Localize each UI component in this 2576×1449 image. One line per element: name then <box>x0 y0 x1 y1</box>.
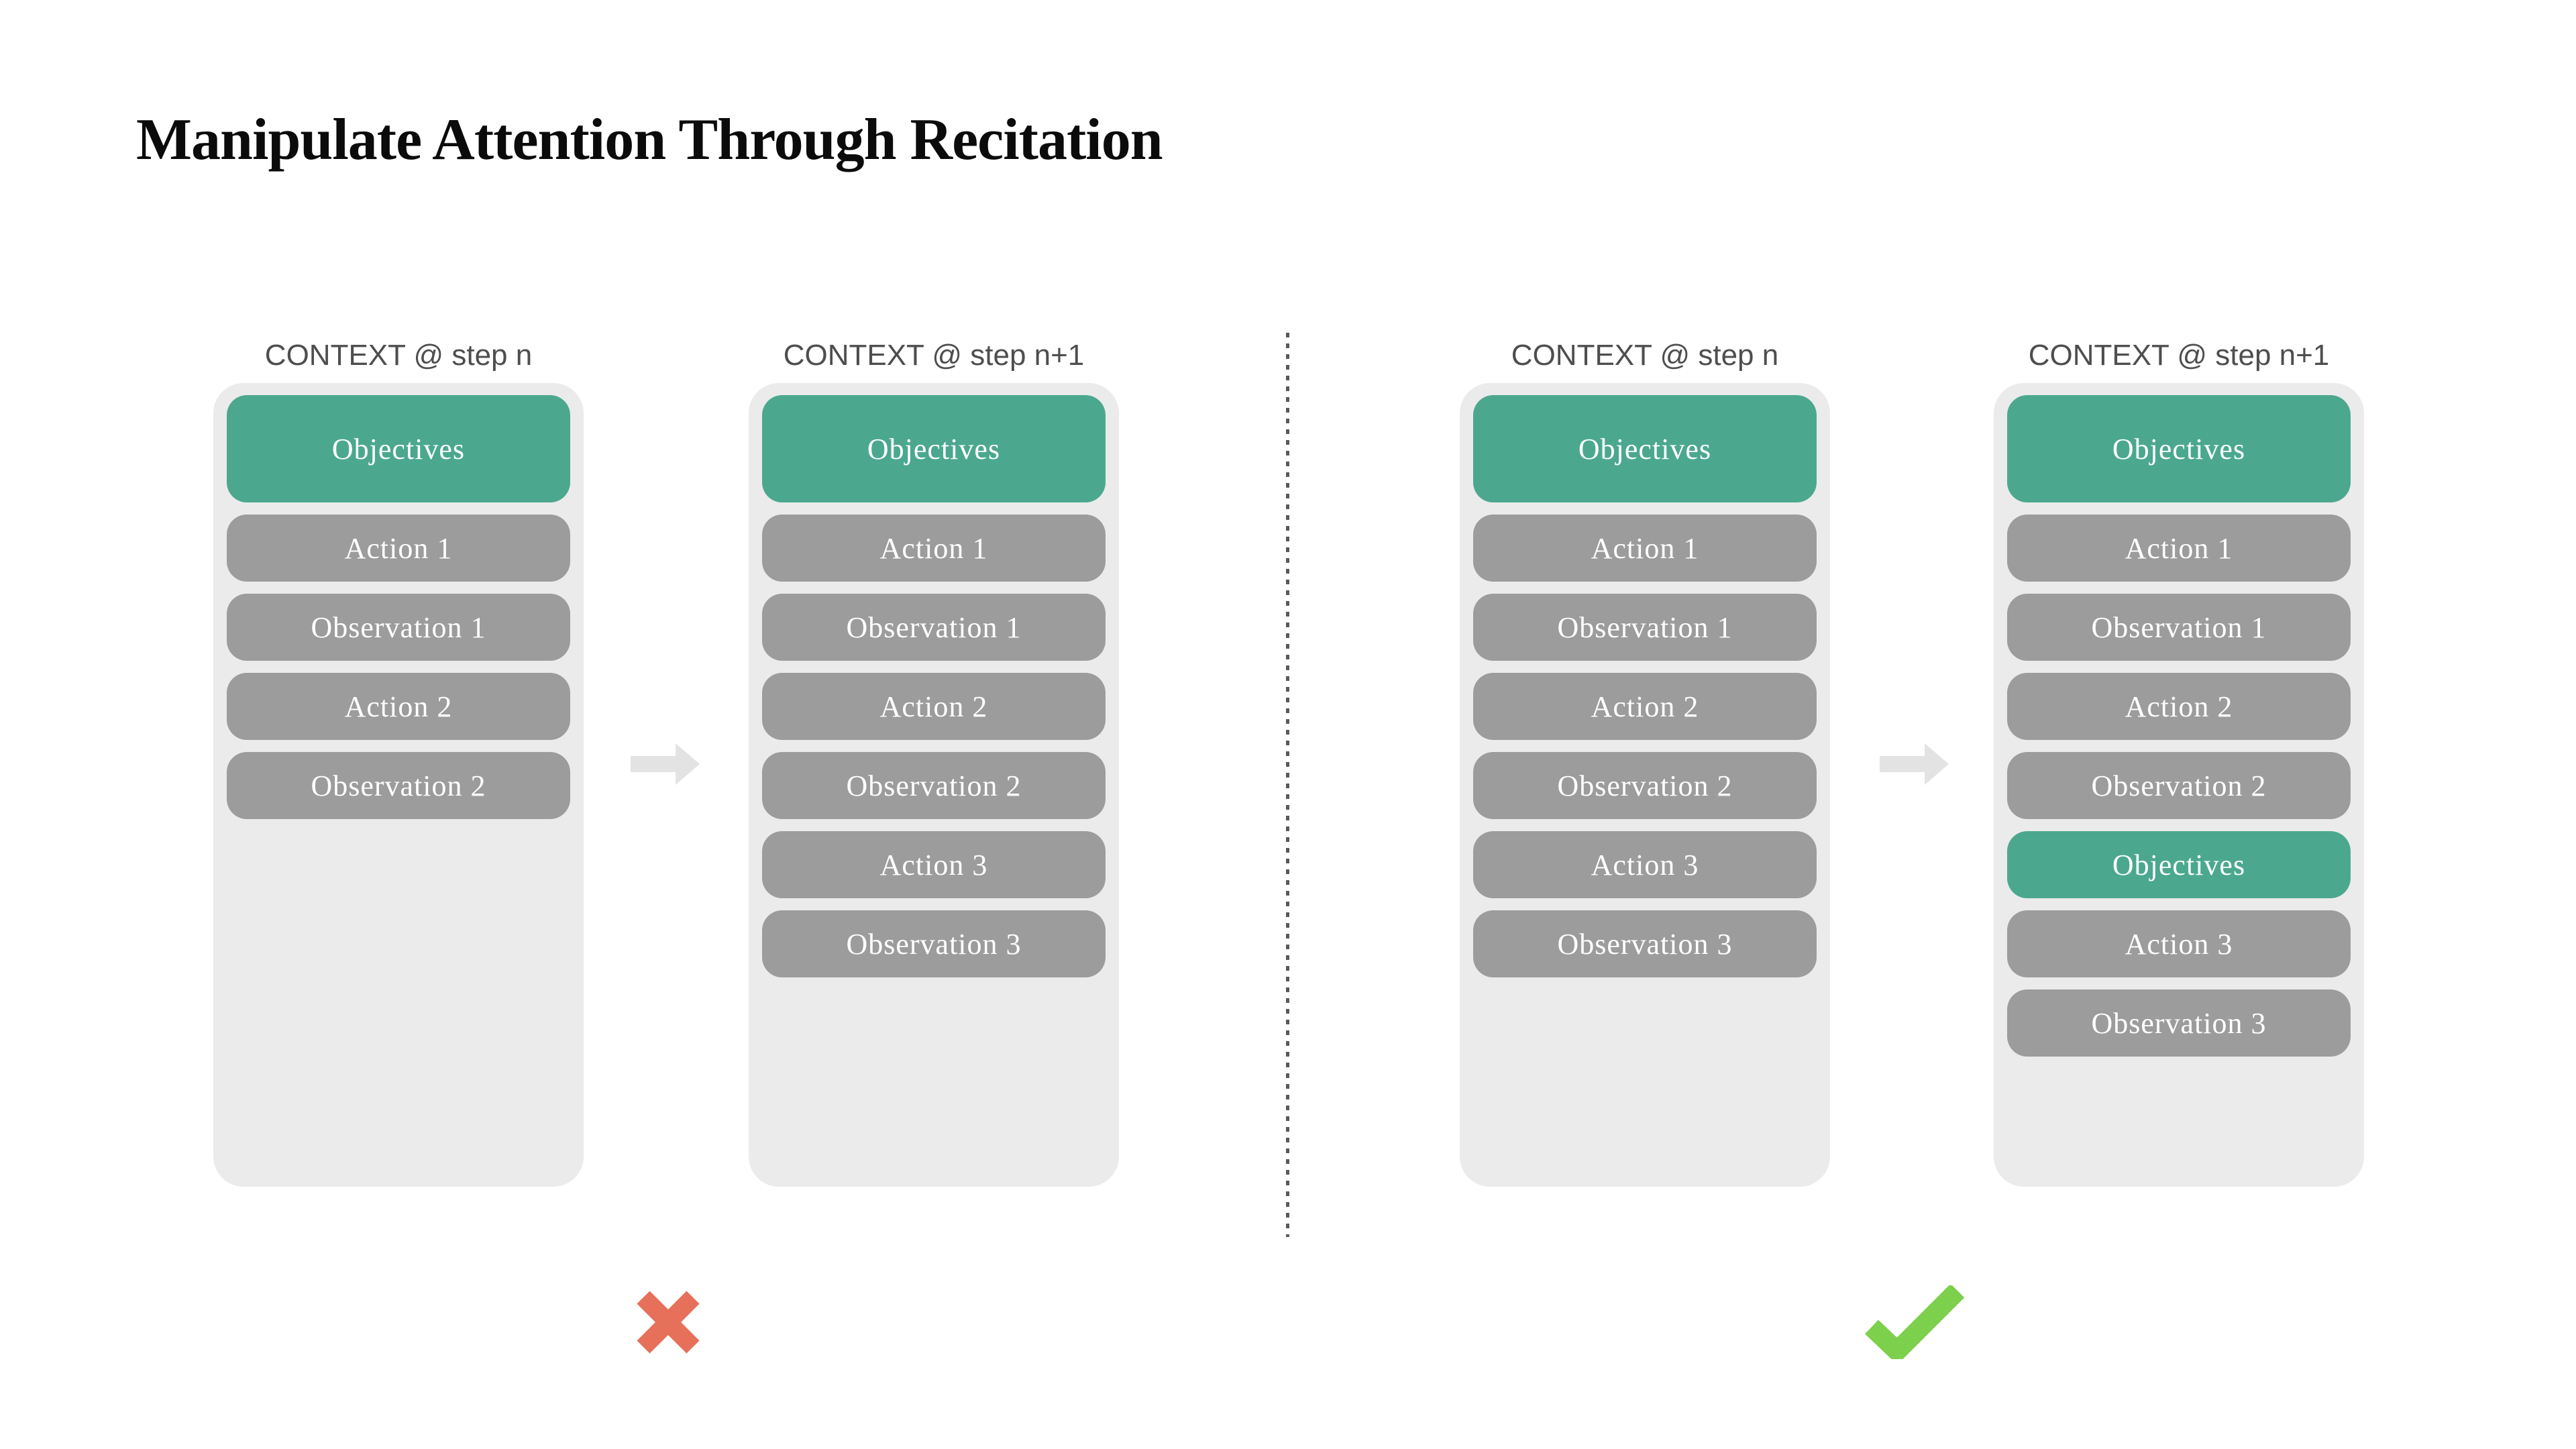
x-mark-icon <box>637 1291 700 1354</box>
arrow-right-icon <box>1880 743 1949 785</box>
context-item-label: Objectives <box>331 432 466 466</box>
context-column-header: CONTEXT @ step n+1 <box>2028 339 2330 372</box>
context-item-label: Observation 3 <box>2091 1006 2267 1040</box>
context-item-label: Observation 1 <box>1557 610 1733 644</box>
context-item-label: Action 2 <box>344 690 453 723</box>
context-item-box: Action 3 <box>1473 831 1817 898</box>
context-item-label: Action 2 <box>879 690 988 723</box>
context-item-box: Observation 1 <box>762 594 1106 661</box>
context-item-box: Action 3 <box>762 831 1106 898</box>
context-item-label: Observation 1 <box>2091 610 2267 644</box>
context-item-box: Action 1 <box>1473 515 1817 582</box>
context-item-box: Action 2 <box>762 673 1106 740</box>
context-item-box: Observation 3 <box>762 910 1106 977</box>
context-item-label: Objectives <box>867 432 1001 466</box>
context-column-header: CONTEXT @ step n <box>1511 339 1779 372</box>
context-item-label: Observation 2 <box>311 769 486 802</box>
context-item-label: Objectives <box>2112 432 2246 466</box>
context-item-box: Observation 1 <box>2007 594 2351 661</box>
context-item-label: Observation 1 <box>846 610 1022 644</box>
context-item-label: Observation 2 <box>2091 769 2267 802</box>
context-item-box: Observation 2 <box>1473 752 1817 819</box>
context-item-label: Observation 3 <box>846 927 1022 961</box>
context-item-box: Observation 2 <box>2007 752 2351 819</box>
context-item-label: Observation 3 <box>1557 927 1733 961</box>
context-item-box: Action 1 <box>2007 515 2351 582</box>
context-item-box: Action 3 <box>2007 910 2351 977</box>
page-title: Manipulate Attention Through Recitation <box>136 107 1163 172</box>
context-item-box: Action 1 <box>762 515 1106 582</box>
context-item-label: Observation 2 <box>1557 769 1733 802</box>
arrow-right-icon <box>631 743 700 785</box>
context-item-label: Action 1 <box>2125 531 2233 565</box>
dashed-divider <box>1286 333 1289 1237</box>
context-item-box: Objectives <box>2007 831 2351 898</box>
context-item-label: Action 1 <box>1591 531 1699 565</box>
context-column-header: CONTEXT @ step n <box>264 339 533 372</box>
context-item-label: Action 3 <box>2125 927 2233 961</box>
context-item-label: Action 1 <box>879 531 988 565</box>
context-item-box: Action 1 <box>227 515 570 582</box>
context-item-label: Objectives <box>1578 432 1712 466</box>
context-item-box: Observation 2 <box>762 752 1106 819</box>
context-item-label: Observation 2 <box>846 769 1022 802</box>
context-item-box: Action 2 <box>227 673 570 740</box>
context-item-label: Observation 1 <box>311 610 486 644</box>
context-item-box: Observation 2 <box>227 752 570 819</box>
context-item-label: Action 3 <box>1591 848 1699 881</box>
context-column-header: CONTEXT @ step n+1 <box>783 339 1085 372</box>
context-item-label: Action 2 <box>1591 690 1699 723</box>
context-item-label: Action 1 <box>344 531 453 565</box>
context-item-box: Action 2 <box>2007 673 2351 740</box>
context-item-box: Objectives <box>762 395 1106 502</box>
context-item-box: Objectives <box>227 395 570 502</box>
context-item-box: Observation 1 <box>227 594 570 661</box>
context-item-label: Objectives <box>2112 848 2246 881</box>
check-mark-icon <box>1865 1285 1964 1359</box>
context-item-box: Observation 1 <box>1473 594 1817 661</box>
context-item-label: Action 3 <box>879 848 988 881</box>
context-item-box: Objectives <box>1473 395 1817 502</box>
context-item-box: Observation 3 <box>1473 910 1817 977</box>
context-item-box: Objectives <box>2007 395 2351 502</box>
context-item-box: Observation 3 <box>2007 989 2351 1057</box>
context-item-box: Action 2 <box>1473 673 1817 740</box>
context-item-label: Action 2 <box>2125 690 2233 723</box>
